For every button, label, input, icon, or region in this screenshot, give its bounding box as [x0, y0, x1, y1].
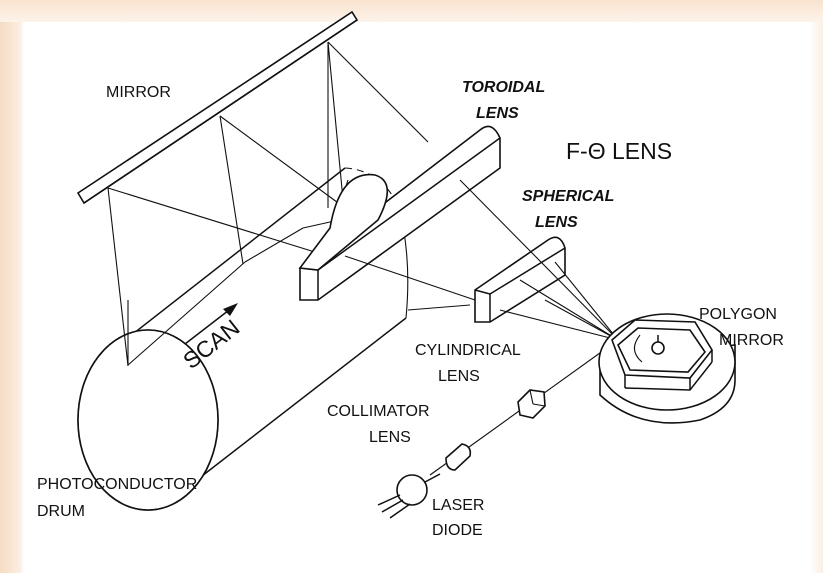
label-photoconductor-drum-2: DRUM — [37, 503, 85, 520]
label-cylindrical-lens-2: LENS — [438, 368, 480, 385]
spherical-lens — [474, 236, 566, 323]
cylindrical-lens — [517, 389, 546, 419]
label-spherical-lens-2: LENS — [535, 214, 578, 231]
top-edge-band — [0, 0, 823, 22]
label-cylindrical-lens-1: CYLINDRICAL — [415, 342, 521, 359]
mirror — [76, 10, 429, 367]
label-photoconductor-drum-1: PHOTOCONDUCTOR — [37, 476, 197, 493]
scan-region — [127, 179, 349, 366]
photoconductor-drum — [77, 167, 409, 511]
label-polygon-mirror-2: MIRROR — [719, 332, 784, 349]
label-toroidal-lens-1: TOROIDAL — [462, 79, 545, 96]
label-spherical-lens-1: SPHERICAL — [522, 188, 614, 205]
label-laser-diode-2: DIODE — [432, 522, 483, 539]
label-toroidal-lens-2: LENS — [476, 105, 519, 122]
collimator-lens — [445, 443, 472, 471]
label-mirror: MIRROR — [106, 84, 171, 101]
polygon-mirror — [598, 313, 736, 424]
label-laser-diode-1: LASER — [432, 497, 484, 514]
laser-diode — [377, 473, 441, 519]
toroidal-lens — [298, 125, 501, 301]
label-polygon-mirror-1: POLYGON — [699, 306, 777, 323]
label-f-theta-lens: F-Θ LENS — [566, 138, 672, 164]
label-collimator-lens-1: COLLIMATOR — [327, 403, 430, 420]
scan-arrow — [184, 303, 238, 345]
label-collimator-lens-2: LENS — [369, 429, 411, 446]
